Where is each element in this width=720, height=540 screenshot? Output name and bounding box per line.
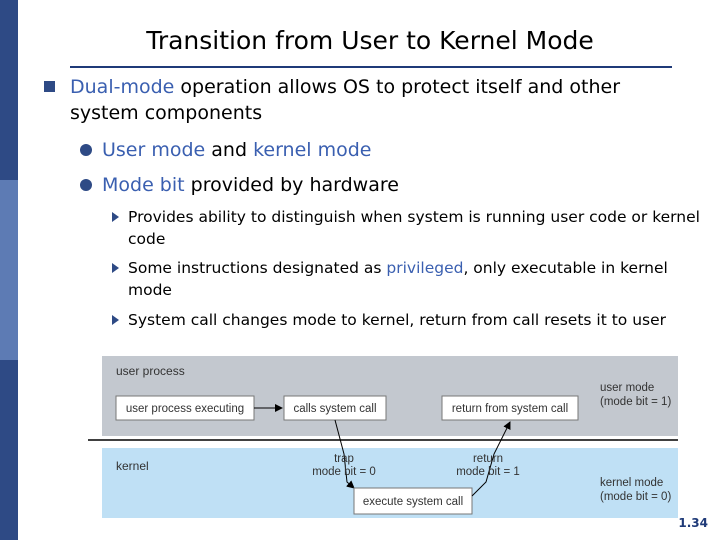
sub-bullet-distinguish: Provides ability to distinguish when sys… xyxy=(112,206,702,250)
box-return-from-system-call-label: return from system call xyxy=(452,403,568,415)
user-mode-bit-label: (mode bit = 1) xyxy=(600,396,671,408)
sub-bullet-privileged: Some instructions designated as privileg… xyxy=(112,257,702,301)
triangle-bullet-icon xyxy=(112,315,119,325)
square-bullet-icon xyxy=(44,81,55,92)
highlight-privileged: privileged xyxy=(386,259,464,277)
trap-arrow xyxy=(334,419,355,489)
box-execute-system-call-label: execute system call xyxy=(363,496,463,508)
box-calls-system-call-label: calls system call xyxy=(293,403,376,415)
return-label: return xyxy=(473,453,503,465)
bullet-text: and xyxy=(205,139,254,161)
bullet-text: provided by hardware xyxy=(184,174,399,196)
slide-title: Transition from User to Kernel Mode xyxy=(146,26,594,55)
title-underline xyxy=(70,66,672,68)
side-accent-bar xyxy=(0,0,18,180)
mode-transition-diagram: user process kernel user process executi… xyxy=(88,356,678,518)
round-bullet-icon xyxy=(80,144,92,156)
bullet-mode-bit: Mode bit provided by hardware xyxy=(80,172,700,198)
user-mode-label: user mode xyxy=(600,382,654,394)
slide-number: 1.34 xyxy=(678,516,708,530)
bullet-text: operation allows OS to protect itself an… xyxy=(70,76,620,124)
trap-label: trap xyxy=(334,453,354,465)
highlight-kernel-mode: kernel mode xyxy=(253,139,372,161)
triangle-bullet-icon xyxy=(112,212,119,222)
box-user-process-executing xyxy=(115,395,255,421)
highlight-mode-bit: Mode bit xyxy=(102,174,185,196)
highlight-dual-mode: Dual-mode xyxy=(70,76,175,98)
kernel-label: kernel xyxy=(116,459,149,473)
triangle-bullet-icon xyxy=(112,263,119,273)
kernel-mode-bit-label: (mode bit = 0) xyxy=(600,491,671,503)
bullet-user-kernel-mode: User mode and kernel mode xyxy=(80,137,700,163)
sub-bullet-system-call: System call changes mode to kernel, retu… xyxy=(112,309,702,331)
highlight-user-mode: User mode xyxy=(102,139,206,161)
bullet-text: Provides ability to distinguish when sys… xyxy=(128,208,700,248)
round-bullet-icon xyxy=(80,179,92,191)
side-accent-bar xyxy=(0,360,18,540)
bullet-text: , only executable in kernel mode xyxy=(128,259,668,299)
trap-mode-bit-label: mode bit = 0 xyxy=(312,466,376,478)
bullet-text: System call changes mode to kernel, retu… xyxy=(128,311,667,329)
side-accent-bar xyxy=(0,180,18,360)
kernel-mode-label: kernel mode xyxy=(600,477,663,489)
box-execute-system-call xyxy=(353,487,473,515)
box-user-process-executing-label: user process executing xyxy=(126,403,244,415)
return-mode-bit-label: mode bit = 1 xyxy=(456,466,520,478)
box-return-from-system-call xyxy=(441,395,579,421)
user-process-label: user process xyxy=(116,364,185,378)
bullet-text: Some instructions designated as xyxy=(128,259,387,277)
bullet-dual-mode: Dual-mode operation allows OS to protect… xyxy=(44,74,684,126)
return-arrow xyxy=(471,421,511,497)
